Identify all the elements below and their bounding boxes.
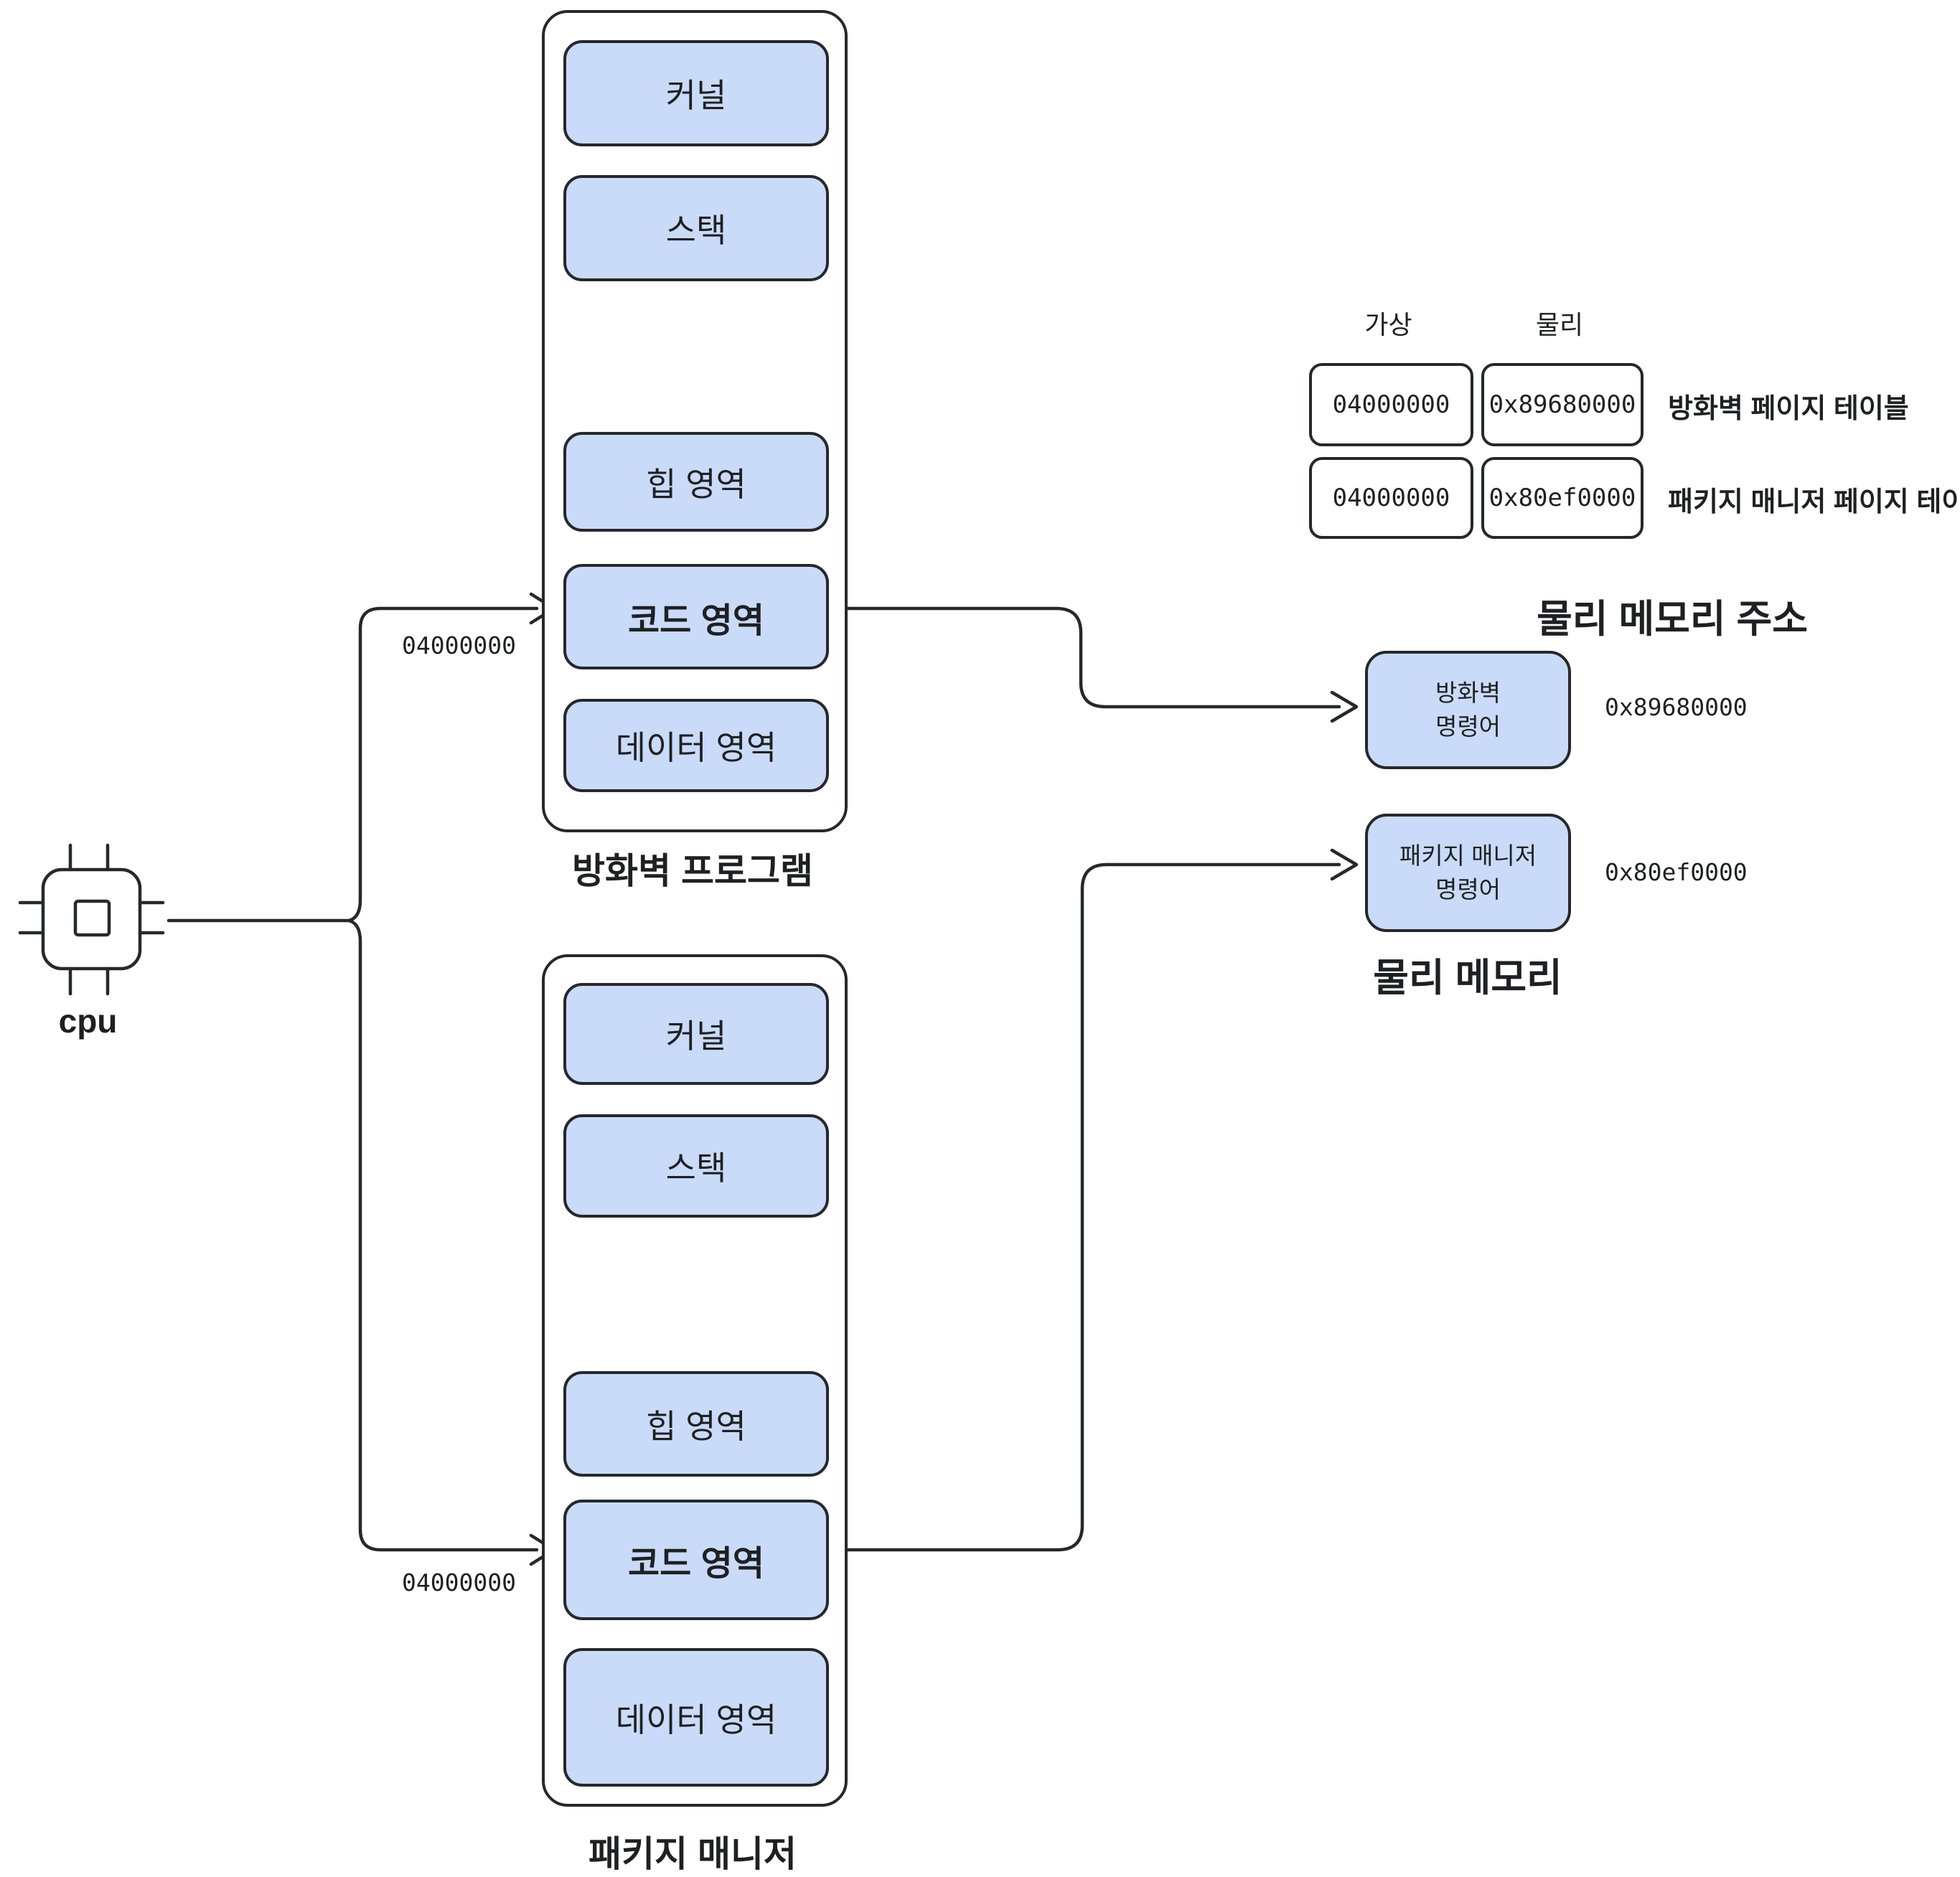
cpu-label: cpu [58, 1002, 118, 1040]
physical-address-package-manager: 0x80ef0000 [1605, 858, 1748, 886]
page-table-cell-virtual: 04000000 [1309, 457, 1473, 539]
region-data: 데이터 영역 [563, 1648, 829, 1787]
page-table-cell-physical: 0x89680000 [1481, 363, 1644, 446]
cpu-icon [18, 843, 165, 996]
arrowhead-into-firewall-instr [1330, 690, 1359, 723]
page-table-header-virtual: 가상 [1364, 310, 1412, 339]
region-code: 코드 영역 [563, 564, 829, 669]
program-box-package-manager: 커널 스택 힙 영역 코드 영역 데이터 영역 [542, 954, 848, 1807]
region-kernel: 커널 [563, 40, 829, 146]
region-data: 데이터 영역 [563, 699, 829, 792]
virtual-address-label-firewall: 04000000 [402, 631, 516, 659]
region-heap: 힙 영역 [563, 1371, 829, 1477]
region-stack: 스택 [563, 1114, 829, 1218]
region-stack: 스택 [563, 175, 829, 281]
cpu-bus-connector [167, 592, 556, 1566]
program-label-firewall: 방화벽 프로그램 [572, 851, 813, 891]
arrowhead-into-pm-instr [1330, 848, 1359, 881]
region-code: 코드 영역 [563, 1500, 829, 1620]
region-heap: 힙 영역 [563, 432, 829, 532]
virtual-address-label-package-manager: 04000000 [402, 1568, 516, 1596]
memory-block-package-manager-instructions: 패키지 매니저 명령어 [1365, 814, 1571, 932]
page-table-cell-physical: 0x80ef0000 [1481, 457, 1644, 539]
region-kernel: 커널 [563, 983, 829, 1085]
memory-block-label-line: 방화벽 [1435, 679, 1501, 707]
page-table-row-label-package-manager: 패키지 매니저 페이지 테이블 [1668, 487, 1960, 517]
pm-code-to-memory-connector [823, 848, 1359, 1552]
page-table-title: 물리 메모리 주소 [1537, 598, 1808, 641]
program-box-firewall: 커널 스택 힙 영역 코드 영역 데이터 영역 [542, 10, 848, 832]
memory-block-label-line: 명령어 [1435, 875, 1501, 903]
physical-memory-title: 물리 메모리 [1373, 956, 1562, 999]
page-table-row-label-firewall: 방화벽 페이지 테이블 [1668, 394, 1909, 424]
memory-block-label-line: 명령어 [1435, 712, 1501, 740]
memory-block-firewall-instructions: 방화벽 명령어 [1365, 651, 1571, 769]
page-table-cell-virtual: 04000000 [1309, 363, 1473, 446]
page-table-header-physical: 물리 [1535, 310, 1584, 339]
memory-block-label-line: 패키지 매니저 [1399, 842, 1537, 870]
firewall-code-to-memory-connector [823, 606, 1359, 723]
program-label-package-manager: 패키지 매니저 [589, 1834, 797, 1874]
physical-address-firewall: 0x89680000 [1605, 693, 1748, 721]
